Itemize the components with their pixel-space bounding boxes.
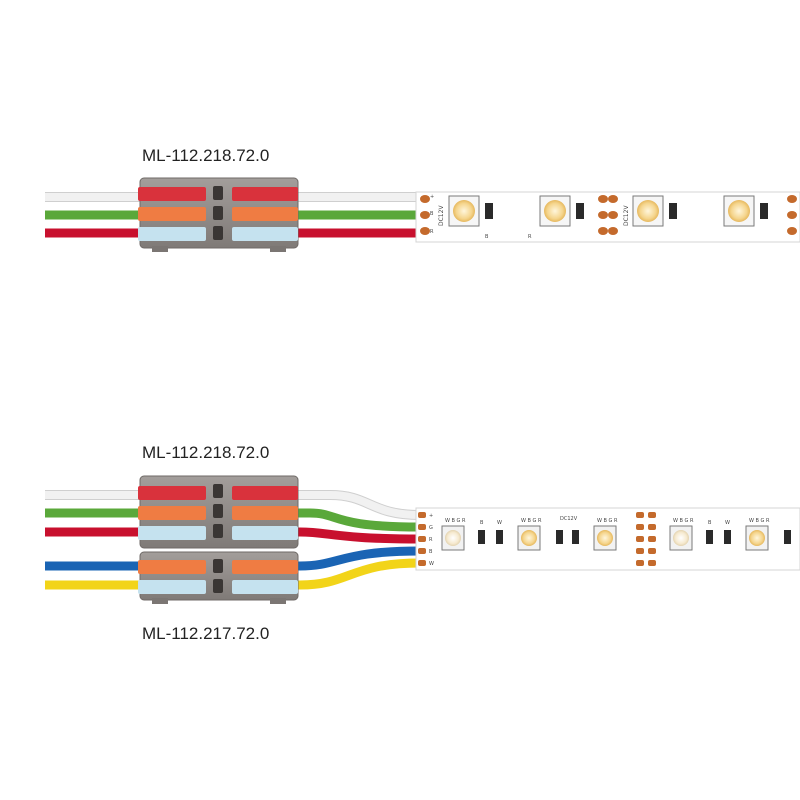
led-strip-rgbw: + G R B W W B G R B W W B G R DC12V W B … — [415, 507, 800, 571]
connector-3pin — [138, 177, 299, 252]
connector-label-bottom: ML-112.217.72.0 — [142, 624, 270, 643]
lever-orange-left — [138, 207, 206, 221]
svg-text:W B G R: W B G R — [749, 518, 770, 524]
svg-text:+: + — [430, 194, 434, 200]
scene-rgbw: + G R B W W B G R B W W B G R DC12V W B … — [45, 475, 800, 604]
svg-text:W: W — [725, 520, 730, 526]
svg-text:B: B — [430, 211, 434, 217]
led-strip-rgb: + B R DC12V B R DC12V — [415, 191, 800, 243]
scene-rgb: + B R DC12V B R DC12V — [45, 177, 800, 252]
wire-yellow-2 — [45, 558, 421, 590]
svg-text:W B G R: W B G R — [673, 518, 694, 524]
connector-label-middle: ML-112.218.72.0 — [142, 443, 270, 462]
svg-text:R: R — [430, 229, 434, 235]
svg-text:R: R — [429, 537, 433, 543]
lever-red-left — [138, 187, 206, 201]
svg-text:W: W — [429, 561, 434, 567]
connector-3pin-b — [138, 475, 299, 549]
svg-text:DC12V: DC12V — [623, 205, 630, 226]
svg-text:+: + — [429, 513, 433, 519]
connector-label-top: ML-112.218.72.0 — [142, 146, 270, 165]
svg-text:B: B — [708, 520, 712, 526]
connector-2pin — [138, 551, 299, 604]
svg-text:W B G R: W B G R — [597, 518, 618, 524]
svg-text:B: B — [480, 520, 484, 526]
svg-text:W B G R: W B G R — [521, 518, 542, 524]
lever-orange-right — [232, 207, 298, 221]
svg-text:W B G R: W B G R — [445, 518, 466, 524]
svg-text:G: G — [429, 525, 433, 531]
wire-green-2 — [45, 508, 421, 532]
svg-text:DC12V: DC12V — [560, 516, 578, 522]
wire-red-2 — [45, 527, 421, 544]
wire-white-2 — [45, 490, 421, 520]
svg-text:R: R — [528, 234, 532, 240]
lever-red-right — [232, 187, 298, 201]
wire-blue-2 — [45, 546, 421, 571]
lever-blue-right — [232, 227, 298, 241]
svg-text:W: W — [497, 520, 502, 526]
svg-text:DC12V: DC12V — [438, 205, 445, 226]
svg-text:B: B — [485, 234, 489, 240]
lever-blue-left — [138, 227, 206, 241]
svg-text:B: B — [429, 549, 433, 555]
